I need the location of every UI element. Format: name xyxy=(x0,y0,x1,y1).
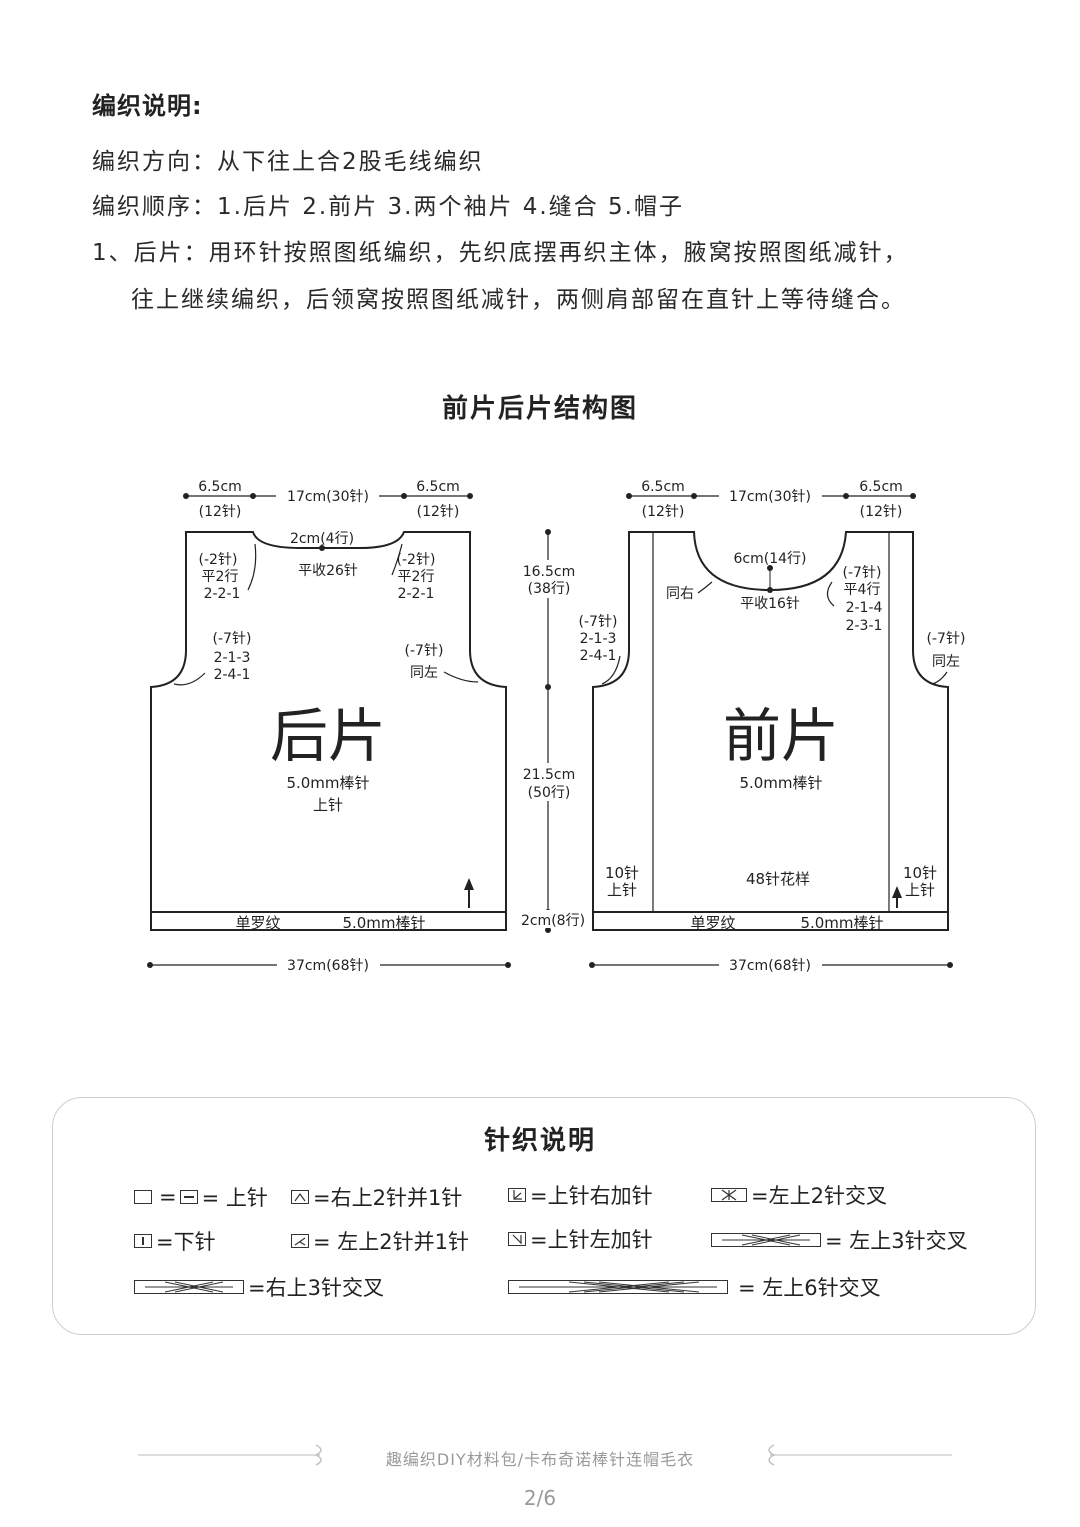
svg-text:(-2针): (-2针) xyxy=(397,552,436,568)
structure-diagram: 6.5cm (12针) 17cm(30针) 6.5cm (12针) 2cm(4行… xyxy=(147,479,966,974)
svg-text:2cm(4行): 2cm(4行) xyxy=(290,531,354,547)
purl-symbol-icon xyxy=(134,1190,152,1204)
svg-text:17cm(30针): 17cm(30针) xyxy=(729,489,811,505)
svg-text:2-3-1: 2-3-1 xyxy=(846,618,883,634)
svg-text:(-7针): (-7针) xyxy=(579,614,618,630)
svg-text:2-1-3: 2-1-3 xyxy=(580,631,617,647)
instructions-title: 编织说明: xyxy=(92,92,203,120)
svg-text:2cm(8行): 2cm(8行) xyxy=(521,913,585,929)
svg-text:平收26针: 平收26针 xyxy=(298,563,358,579)
legend-left-decrease: = 左上2针并1针 xyxy=(291,1226,469,1256)
purl-dash-symbol-icon xyxy=(179,1190,198,1204)
svg-text:(-7针): (-7针) xyxy=(927,631,966,647)
legend-left-cross-6: = 左上6针交叉 xyxy=(508,1272,881,1302)
svg-text:2-4-1: 2-4-1 xyxy=(214,667,251,683)
legend-title: 针织说明 xyxy=(483,1126,596,1156)
svg-text:同左: 同左 xyxy=(410,665,438,681)
svg-text:同右: 同右 xyxy=(666,586,694,602)
left-decrease-symbol-icon xyxy=(291,1234,309,1248)
svg-text:6.5cm: 6.5cm xyxy=(859,479,903,495)
arrow-icon xyxy=(464,878,474,890)
svg-text:(-7针): (-7针) xyxy=(405,643,444,659)
legend-right-cross-3: =右上3针交叉 xyxy=(134,1272,384,1302)
svg-text:16.5cm: 16.5cm xyxy=(523,564,576,580)
svg-text:(12针): (12针) xyxy=(642,504,685,520)
svg-text:上针: 上针 xyxy=(905,881,935,899)
svg-text:(-7针): (-7针) xyxy=(843,565,882,581)
footer-ornament xyxy=(138,1444,952,1466)
svg-text:48针花样: 48针花样 xyxy=(746,870,810,888)
svg-text:6cm(14行): 6cm(14行) xyxy=(734,551,807,567)
svg-text:单罗纹: 单罗纹 xyxy=(235,914,280,932)
svg-text:5.0mm棒针: 5.0mm棒针 xyxy=(286,774,369,792)
svg-text:5.0mm棒针: 5.0mm棒针 xyxy=(800,914,883,932)
svg-text:6.5cm: 6.5cm xyxy=(198,479,242,495)
legend-knit: =下针 xyxy=(134,1226,216,1256)
svg-text:单罗纹: 单罗纹 xyxy=(690,914,735,932)
back-piece-outline xyxy=(150,531,507,931)
knit-symbol-icon xyxy=(134,1234,152,1248)
legend-left-cross-2: =左上2针交叉 xyxy=(711,1180,887,1210)
svg-text:(-2针): (-2针) xyxy=(199,552,238,568)
svg-text:2-1-3: 2-1-3 xyxy=(214,650,251,666)
knitting-order: 编织顺序：1.后片 2.前片 3.两个袖片 4.缝合 5.帽子 xyxy=(92,194,684,220)
svg-text:(-7针): (-7针) xyxy=(213,631,252,647)
svg-text:(50行): (50行) xyxy=(528,785,571,801)
left-cross-3-symbol-icon xyxy=(711,1233,821,1247)
step1-line1: 1、后片：用环针按照图纸编织，先织底摆再织主体，腋窝按照图纸减针， xyxy=(92,240,909,266)
legend-purl: = = 上针 xyxy=(134,1182,268,1212)
left-cross-2-symbol-icon xyxy=(711,1188,747,1202)
left-cross-6-symbol-icon xyxy=(508,1280,728,1294)
svg-text:(38行): (38行) xyxy=(528,581,571,597)
step1-line2: 往上继续编织，后领窝按照图纸减针，两侧肩部留在直针上等待缝合。 xyxy=(131,287,906,313)
legend-left-increase: =上针左加针 xyxy=(508,1224,653,1254)
svg-text:2-1-4: 2-1-4 xyxy=(846,600,883,616)
arrow-icon xyxy=(892,886,902,898)
svg-text:37cm(68针): 37cm(68针) xyxy=(287,958,369,974)
svg-text:(12针): (12针) xyxy=(417,504,460,520)
front-piece-outline xyxy=(592,531,949,931)
back-piece-label: 后片 xyxy=(270,702,386,770)
svg-text:21.5cm: 21.5cm xyxy=(523,767,576,783)
svg-text:上针: 上针 xyxy=(313,796,343,814)
svg-text:(12针): (12针) xyxy=(860,504,903,520)
svg-text:6.5cm: 6.5cm xyxy=(416,479,460,495)
svg-text:(12针): (12针) xyxy=(199,504,242,520)
svg-text:2-2-1: 2-2-1 xyxy=(398,586,435,602)
svg-text:5.0mm棒针: 5.0mm棒针 xyxy=(342,914,425,932)
page-number: 2/6 xyxy=(523,1486,557,1510)
svg-text:10针: 10针 xyxy=(605,864,639,882)
svg-text:6.5cm: 6.5cm xyxy=(641,479,685,495)
svg-text:平2行: 平2行 xyxy=(202,569,239,585)
footer-text: 趣编织DIY材料包/卡布奇诺棒针连帽毛衣 xyxy=(385,1450,695,1469)
right-decrease-symbol-icon xyxy=(291,1190,309,1204)
legend-panel xyxy=(52,1097,1036,1335)
right-increase-symbol-icon xyxy=(508,1188,526,1202)
right-cross-3-symbol-icon xyxy=(134,1280,244,1294)
legend-right-decrease: =右上2针并1针 xyxy=(291,1182,462,1212)
svg-text:37cm(68针): 37cm(68针) xyxy=(729,958,811,974)
svg-text:同左: 同左 xyxy=(932,654,960,670)
legend-left-cross-3: = 左上3针交叉 xyxy=(711,1225,968,1255)
svg-text:5.0mm棒针: 5.0mm棒针 xyxy=(739,774,822,792)
svg-text:2-2-1: 2-2-1 xyxy=(204,586,241,602)
svg-text:10针: 10针 xyxy=(903,864,937,882)
svg-text:上针: 上针 xyxy=(607,881,637,899)
svg-text:2-4-1: 2-4-1 xyxy=(580,648,617,664)
svg-text:平收16针: 平收16针 xyxy=(740,596,800,612)
svg-text:平2行: 平2行 xyxy=(398,569,435,585)
legend-right-increase: =上针右加针 xyxy=(508,1180,653,1210)
svg-text:平4行: 平4行 xyxy=(844,582,881,598)
svg-text:17cm(30针): 17cm(30针) xyxy=(287,489,369,505)
diagram-title: 前片后片结构图 xyxy=(441,394,638,424)
knitting-direction: 编织方向：从下往上合2股毛线编织 xyxy=(92,149,484,175)
front-piece-label: 前片 xyxy=(723,702,839,770)
left-increase-symbol-icon xyxy=(508,1232,526,1246)
